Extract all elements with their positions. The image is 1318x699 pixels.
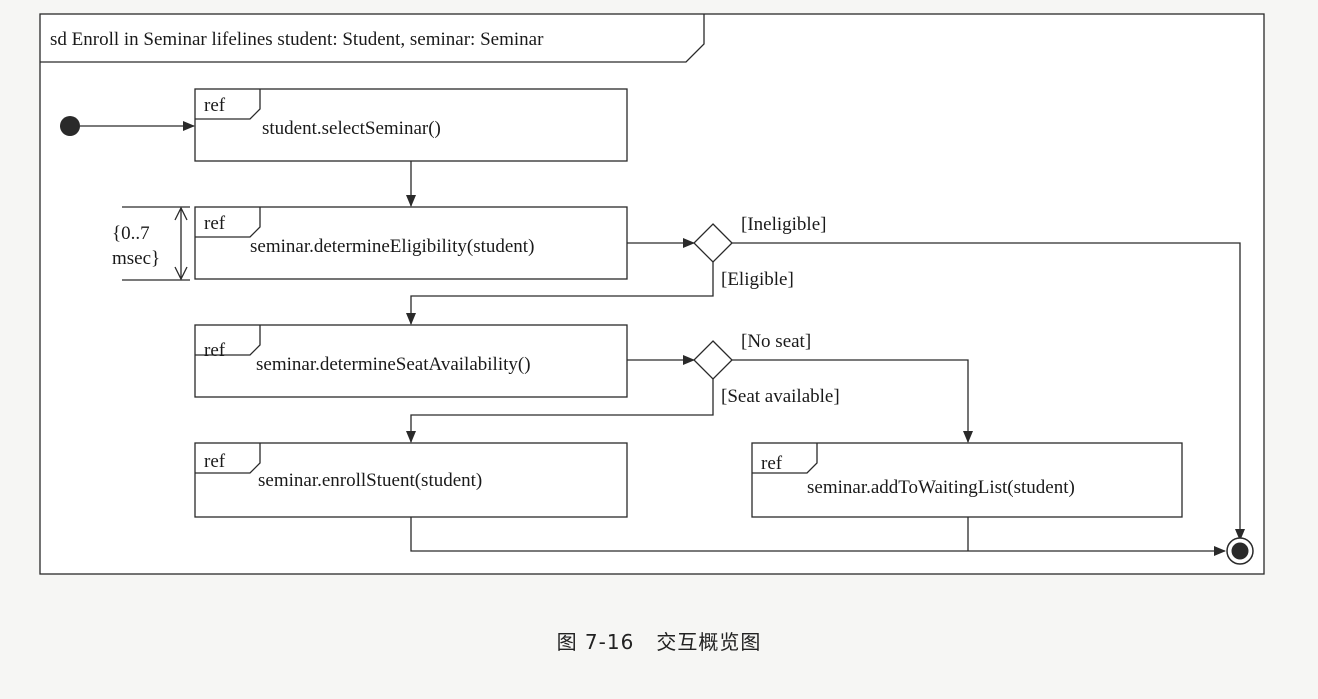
flow-no-seat-to-waiting — [732, 359, 973, 443]
figure-number: 图 7-16 — [556, 630, 635, 654]
duration-constraint-text-1: {0..7 — [112, 223, 150, 244]
flow-enroll-to-final — [410, 517, 1226, 556]
final-node — [1226, 537, 1254, 565]
guard-no-seat: [No seat] — [741, 331, 811, 352]
ref-tag: ref — [761, 453, 783, 474]
ref-label: seminar.determineEligibility(student) — [250, 236, 534, 257]
ref-label: seminar.enrollStuent(student) — [258, 470, 482, 491]
ref-tag-tab — [195, 443, 261, 474]
flow-eligible-to-seat — [406, 262, 714, 325]
guard-eligible: [Eligible] — [721, 269, 794, 290]
ref-tag-tab — [195, 89, 261, 120]
flow-ineligible-to-final — [732, 242, 1245, 541]
guard-ineligible: [Ineligible] — [741, 214, 826, 235]
ref-determine-eligibility: ref seminar.determineEligibility(student… — [194, 206, 628, 280]
duration-constraint-text-2: msec} — [112, 248, 160, 269]
frame-title: sd Enroll in Seminar lifelines student: … — [50, 29, 544, 50]
ref-label: student.selectSeminar() — [262, 118, 441, 139]
ref-tag: ref — [204, 340, 226, 361]
initial-node — [60, 116, 80, 136]
guard-seat-available: [Seat available] — [721, 386, 840, 407]
ref-enroll-student: ref seminar.enrollStuent(student) — [194, 442, 628, 518]
ref-tag: ref — [204, 451, 226, 472]
duration-constraint: {0..7 msec} — [112, 206, 190, 281]
ref-label: seminar.determineSeatAvailability() — [256, 354, 531, 375]
flow-seat-available-to-enroll — [406, 379, 714, 443]
ref-add-to-waiting-list: ref seminar.addToWaitingList(student) — [751, 442, 1183, 518]
ref-label: seminar.addToWaitingList(student) — [807, 477, 1075, 498]
figure-title: 交互概览图 — [656, 630, 762, 654]
ref-tag-tab — [752, 443, 818, 474]
frame-title-tab — [40, 14, 705, 63]
ref-determine-seat-availability: ref seminar.determineSeatAvailability() — [194, 324, 628, 398]
ref-tag: ref — [204, 213, 226, 234]
ref-tag: ref — [204, 95, 226, 116]
figure-caption: 图 7-16 交互概览图 — [0, 626, 1318, 655]
ref-tag-tab — [195, 325, 261, 356]
ref-select-seminar: ref student.selectSeminar() — [194, 88, 628, 162]
ref-tag-tab — [195, 207, 261, 238]
